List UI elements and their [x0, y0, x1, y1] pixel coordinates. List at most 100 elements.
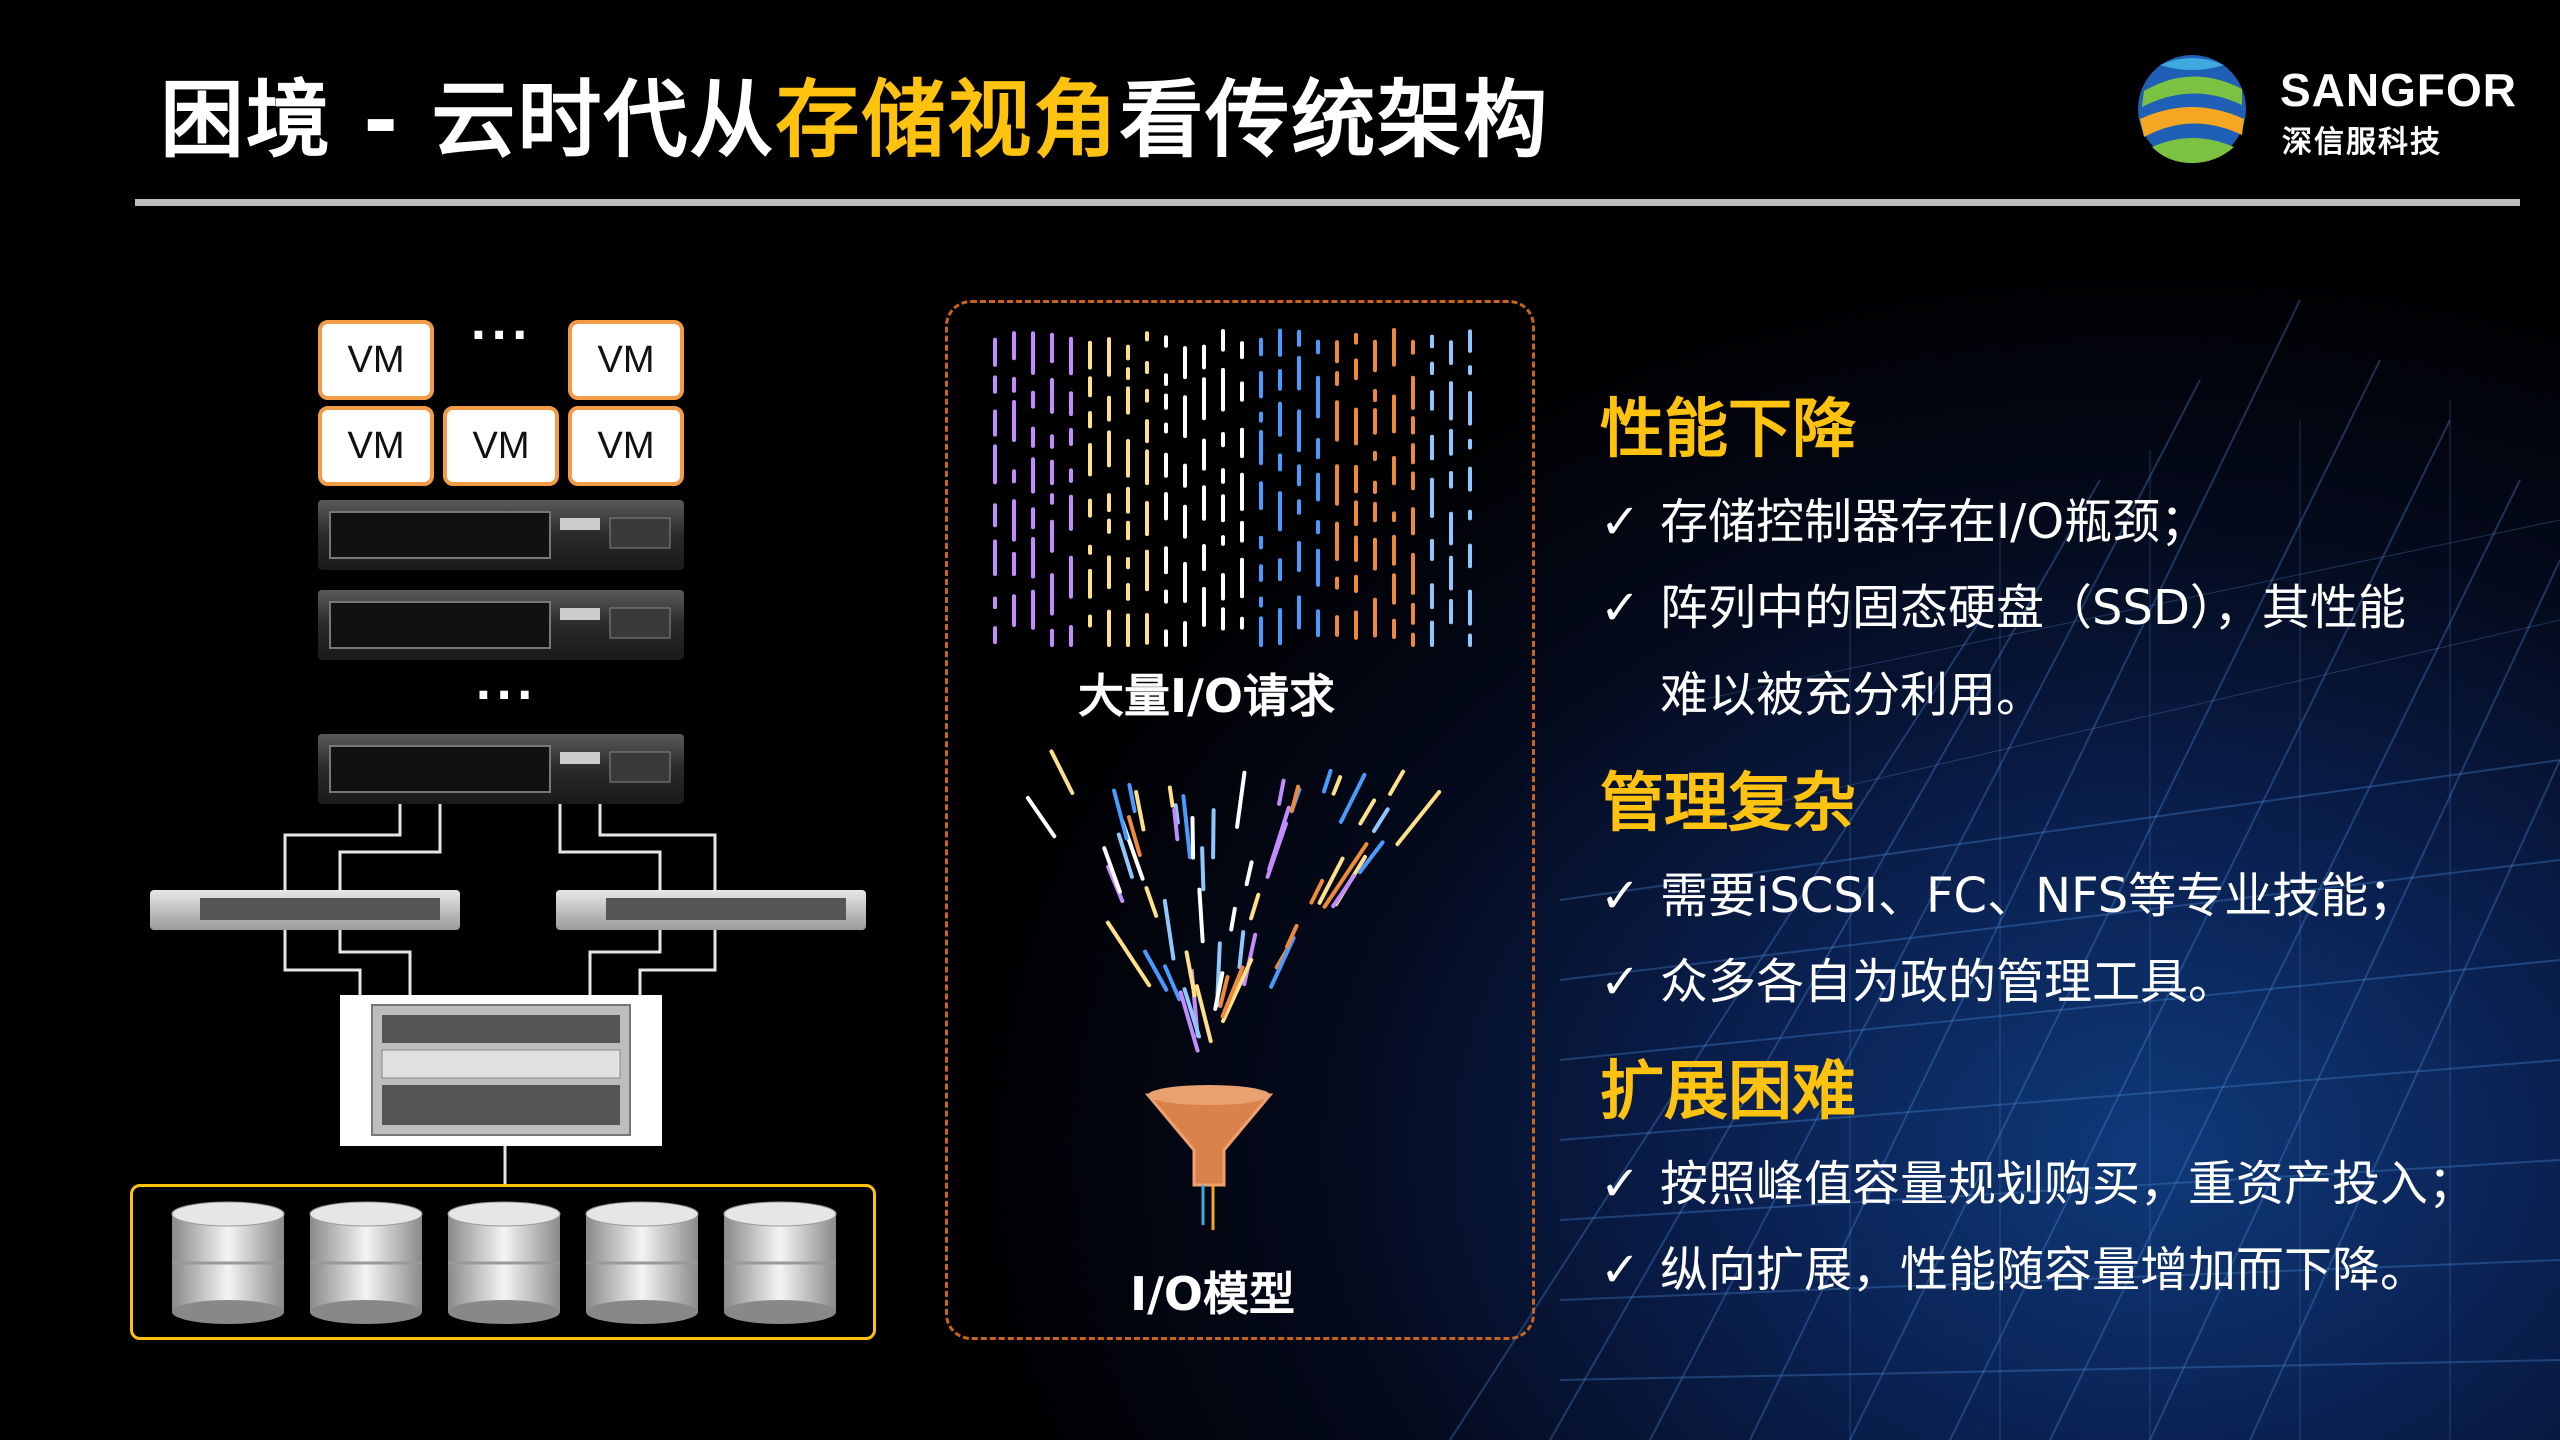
- title-part2: 看传统架构: [1119, 71, 1550, 169]
- check-icon: ✓: [1600, 494, 1641, 550]
- io-stream-dash: [1127, 783, 1137, 814]
- network-switch: [556, 890, 866, 930]
- io-stream-dash: [1143, 949, 1169, 992]
- io-model-label: I/O模型: [1130, 1267, 1296, 1321]
- io-stream-dash: [1388, 769, 1406, 796]
- io-stream-dash: [1134, 790, 1146, 832]
- io-stream-dash: [1194, 984, 1213, 1043]
- io-stream-dash: [1244, 860, 1254, 887]
- title-part1: 困境 - 云时代从: [160, 71, 776, 169]
- io-stream-dash: [1181, 794, 1192, 860]
- io-stream-dash: [1267, 805, 1291, 872]
- bullet-text: 纵向扩展，性能随容量增加而下降。: [1660, 1242, 2429, 1298]
- server-ellipsis: ···: [475, 670, 538, 721]
- vm-ellipsis: ···: [470, 310, 533, 361]
- io-stream-dash: [1331, 874, 1356, 909]
- bullet-item: ✓ 众多各自为政的管理工具。: [1600, 942, 2236, 1012]
- bullet-item: ✓ 阵列中的固态硬盘（SSD），其性能: [1600, 568, 2406, 638]
- funnel-icon: [1144, 1085, 1274, 1230]
- connection-lines: [283, 804, 717, 1184]
- io-stream-dash: [1331, 775, 1343, 796]
- io-stream-dash: [1163, 964, 1182, 1002]
- io-stream-dash: [1105, 920, 1152, 988]
- vm-box: VM: [568, 320, 684, 400]
- storage-controller: [340, 995, 662, 1146]
- io-model-frame: [945, 300, 1535, 1340]
- io-stream-dash: [1025, 796, 1057, 839]
- bullet-item: ✓ 按照峰值容量规划购买，重资产投入；: [1600, 1144, 2476, 1214]
- io-stream-dash: [1184, 950, 1197, 998]
- io-stream-dash: [1372, 807, 1390, 834]
- io-stream-dash: [1144, 886, 1159, 918]
- io-stream-dash: [1190, 815, 1196, 860]
- bullet-text: 按照峰值容量规划购买，重资产投入；: [1660, 1156, 2477, 1212]
- io-stream-dash: [1317, 856, 1345, 905]
- io-stream-dash: [1167, 785, 1175, 808]
- io-stream-dash: [1289, 784, 1301, 813]
- io-stream-dash: [1200, 846, 1206, 892]
- sangfor-logo: SANGFOR 深信服科技: [2130, 45, 2516, 175]
- io-stream-dash: [1338, 772, 1367, 824]
- title-divider: [135, 199, 2520, 206]
- io-stream-dash: [1269, 935, 1296, 989]
- server-unit: [318, 590, 684, 660]
- server-unit: [318, 734, 684, 804]
- section-heading-scaling: 扩展困难: [1600, 1055, 1856, 1129]
- disk-array: [171, 1201, 837, 1324]
- vm-box: VM: [568, 406, 684, 486]
- bullet-text: 需要iSCSI、FC、NFS等专业技能；: [1660, 868, 2417, 924]
- io-stream-dash: [1221, 957, 1254, 1024]
- io-stream-dash: [1321, 768, 1333, 794]
- vm-box: VM: [318, 406, 434, 486]
- io-stream-dash: [1049, 749, 1075, 795]
- vm-box: VM: [318, 320, 434, 400]
- io-stream-dash: [1162, 898, 1176, 961]
- io-stream-dash: [1218, 975, 1230, 1008]
- io-stream-dash: [1116, 832, 1134, 879]
- io-stream-dash: [1173, 803, 1180, 825]
- io-stream-dash: [1285, 924, 1299, 949]
- io-stream-dash: [1249, 892, 1261, 921]
- io-stream-dash: [1322, 842, 1369, 909]
- check-icon: ✓: [1600, 580, 1641, 636]
- io-stream-dash: [1112, 788, 1129, 841]
- bullet-text: 众多各自为政的管理工具。: [1660, 954, 2237, 1010]
- io-stream-dash: [1395, 789, 1442, 847]
- io-stream-dash: [1178, 990, 1200, 1053]
- logo-chinese-name: 深信服科技: [2282, 125, 2442, 160]
- bullet-continuation: 难以被充分利用。: [1660, 667, 2045, 723]
- globe-icon: [2138, 55, 2246, 163]
- io-stream-dash: [1213, 971, 1225, 1011]
- bullet-text: 存储控制器存在I/O瓶颈；: [1660, 494, 2209, 550]
- io-stream-dash: [1237, 930, 1246, 970]
- io-stream-dash: [1197, 887, 1205, 944]
- io-stream-dash: [1220, 965, 1245, 1019]
- network-switch: [150, 890, 460, 930]
- bullet-item: ✓ 存储控制器存在I/O瓶颈；: [1600, 482, 2208, 552]
- server-unit: [318, 500, 684, 570]
- section-heading-performance: 性能下降: [1600, 393, 1856, 467]
- bullet-item: ✓ 需要iSCSI、FC、NFS等专业技能；: [1600, 856, 2416, 926]
- io-stream-dash: [1182, 987, 1202, 1039]
- title-highlight: 存储视角: [775, 71, 1120, 169]
- io-request-streams: [993, 328, 1472, 647]
- check-icon: ✓: [1600, 868, 1641, 924]
- io-requests-label: 大量I/O请求: [1078, 669, 1336, 723]
- disk-array-frame: [130, 1184, 876, 1340]
- io-stream-dash: [1172, 807, 1180, 842]
- check-icon: ✓: [1600, 954, 1641, 1010]
- logo-wordmark: SANGFOR: [2280, 64, 2517, 116]
- io-stream-dash: [1102, 846, 1122, 894]
- io-stream-dash: [1357, 840, 1385, 875]
- io-stream-dash: [1235, 770, 1247, 829]
- io-stream-dash: [1358, 798, 1377, 826]
- bullet-text: 阵列中的固态硬盘（SSD），其性能: [1660, 580, 2406, 636]
- bullet-item: ✓纵向扩展，性能随容量增加而下降。: [1600, 1230, 2428, 1300]
- check-icon: ✓: [1600, 1156, 1641, 1212]
- io-stream-dash: [1229, 906, 1237, 932]
- io-fan-streams: [1025, 749, 1442, 1053]
